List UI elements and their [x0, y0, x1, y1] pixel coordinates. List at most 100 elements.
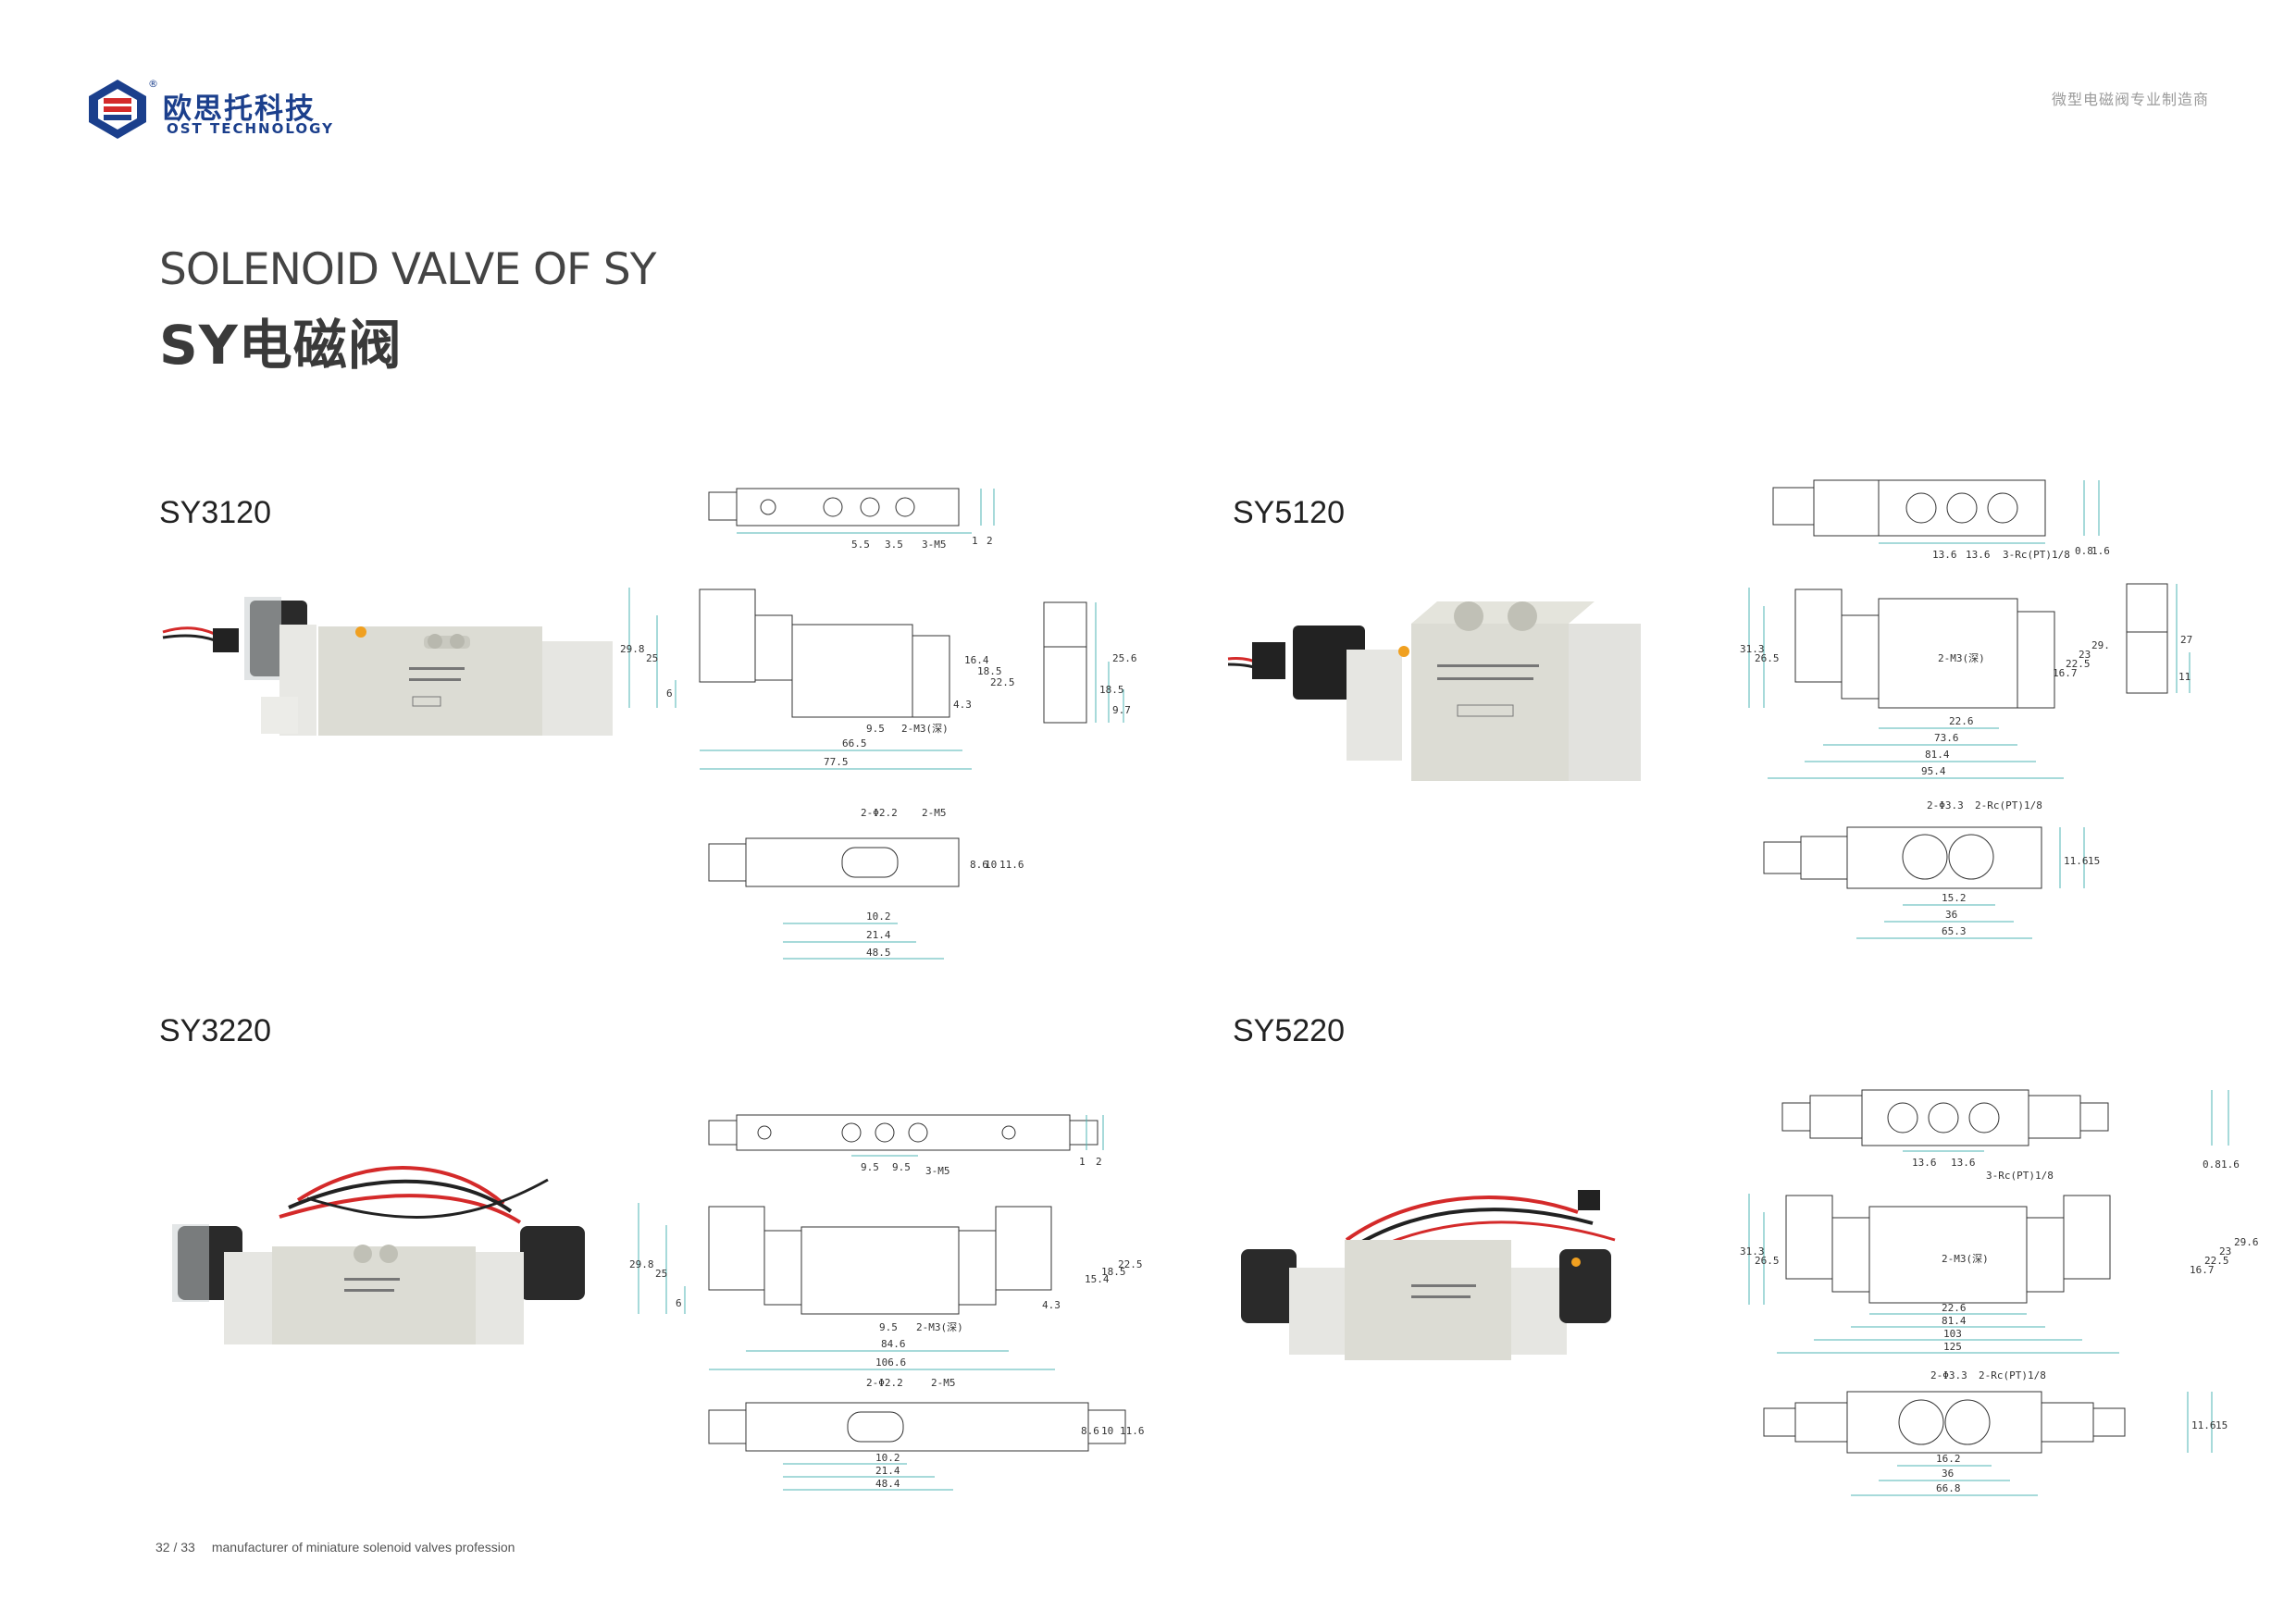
drawing-sy5120-bottom-view: 2-Φ3.3 2-Rc(PT)1/8 11.6 15 15.2 36 65.3: [1758, 794, 2138, 947]
dim-text: 4.3: [1042, 1299, 1061, 1311]
dim-text: 6: [666, 688, 673, 700]
dim-text: 0.8: [2075, 545, 2093, 557]
dim-text: 29.8: [620, 643, 645, 655]
dim-text: 2-Φ2.2: [861, 807, 898, 819]
dim-text: 16.7: [2053, 667, 2078, 679]
dim-text: 11.6: [1120, 1425, 1145, 1437]
dim-text: 21.4: [866, 929, 891, 941]
brand-name-chinese: 欧思托科技: [163, 93, 316, 126]
dim-text: 23: [2219, 1245, 2231, 1258]
product-photo-sy3120: [159, 588, 613, 750]
dim-text: 2-Φ3.3: [1930, 1369, 1967, 1381]
dim-text: 106.6: [875, 1357, 906, 1369]
page-number: 32 / 33: [155, 1540, 195, 1555]
dim-text: 25: [655, 1268, 667, 1280]
dim-text: 9.7: [1112, 704, 1131, 716]
dim-text: 125: [1943, 1341, 1962, 1353]
dim-text: 15.2: [1942, 892, 1967, 904]
dim-text: 18.5: [1101, 1266, 1126, 1278]
dim-text: 3-Rc(PT)1/8: [2003, 549, 2070, 561]
dim-text: 2-Φ3.3: [1927, 799, 1964, 812]
drawing-sy3120-top-view: 5.5 3.5 3-M5 1 2: [703, 481, 1009, 555]
dim-text: 22.6: [1949, 715, 1974, 727]
drawing-sy5220-bottom-view: 2-Φ3.3 2-Rc(PT)1/8 11.6 15 16.2 36 66.8: [1758, 1360, 2258, 1504]
dim-text: 27: [2180, 634, 2192, 646]
dim-text: 10: [1101, 1425, 1113, 1437]
dim-text: 8.6: [1081, 1425, 1099, 1437]
dim-text: 22.5: [2066, 658, 2091, 670]
dim-text: 10.2: [875, 1452, 900, 1464]
drawing-sy3120-side-view: 29.8 25 6 16.4 18.5 22.5 4.3 9.5 2-M3(深)…: [620, 578, 1027, 787]
registered-mark: ®: [148, 78, 158, 90]
dim-text: 10.2: [866, 911, 891, 923]
product-photo-sy3220: [159, 1161, 640, 1356]
dim-text: 2: [1096, 1156, 1102, 1168]
dim-text: 26.5: [1755, 652, 1780, 664]
dim-text: 2-M3(深): [901, 723, 949, 735]
dim-text: 5.5: [851, 539, 870, 551]
dim-text: 103: [1943, 1328, 1962, 1340]
dim-text: 11.6: [999, 859, 1024, 871]
dim-text: 48.4: [875, 1478, 900, 1490]
page-title-english: SOLENOID VALVE OF SY: [159, 244, 656, 295]
dim-text: 6: [676, 1297, 682, 1309]
dim-text: 31.3: [1740, 1245, 1765, 1258]
dim-text: 25.6: [1112, 652, 1137, 664]
dim-text: 23: [2079, 649, 2091, 661]
dim-text: 2-Rc(PT)1/8: [1975, 799, 2042, 812]
dim-text: 13.6: [1951, 1157, 1976, 1169]
dim-text: 29.6: [2234, 1236, 2258, 1248]
dim-text: 2-M5: [931, 1377, 956, 1389]
header-tagline: 微型电磁阀专业制造商: [2051, 91, 2209, 108]
dim-text: 36: [1945, 909, 1957, 921]
dim-text: 8.6: [970, 859, 988, 871]
ost-logo-icon: [89, 80, 146, 139]
dim-text: 3-M5: [925, 1165, 950, 1177]
dim-text: 9.5: [866, 723, 885, 735]
dim-text: 2-M3(深): [1942, 1253, 1989, 1265]
footer-text: manufacturer of miniature solenoid valve…: [211, 1540, 515, 1555]
product-photo-sy5220: [1226, 1175, 1661, 1369]
dim-text: 31.3: [1740, 643, 1765, 655]
dim-text: 22.6: [1942, 1302, 1967, 1314]
dim-text: 1: [1079, 1156, 1086, 1168]
dim-text: 81.4: [1925, 749, 1950, 761]
dim-text: 73.6: [1934, 732, 1959, 744]
drawing-sy3120-bottom-view: 2-Φ2.2 2-M5 8.6 10 11.6 10.2 21.4 48.5: [703, 798, 1027, 964]
dim-text: 65.3: [1942, 925, 1967, 937]
dim-text: 15.4: [1085, 1273, 1110, 1285]
dim-text: 9.5: [879, 1321, 898, 1333]
drawing-sy5120-top-view: 13.6 13.6 3-Rc(PT)1/8 0.8 1.6: [1768, 477, 2128, 564]
dim-text: 16.4: [964, 654, 989, 666]
dim-text: 95.4: [1921, 765, 1946, 777]
dim-text: 1.6: [2091, 545, 2110, 557]
drawing-sy3220-bottom-view: 2-Φ2.2 2-M5 8.6 10 11.6 10.2 21.4 48.4: [703, 1369, 1148, 1494]
model-label-sy5220: SY5220: [1233, 1013, 1345, 1048]
dim-text: 13.6: [1932, 549, 1957, 561]
drawing-sy5220-side-view: 31.3 26.5 2-M3(深) 16.7 22.5 23 29.6 22.6…: [1740, 1184, 2258, 1356]
dim-text: 18.5: [1099, 684, 1124, 696]
dim-text: 22.5: [1118, 1258, 1143, 1270]
dim-text: 13.6: [1966, 549, 1991, 561]
dim-text: 2-M5: [922, 807, 947, 819]
dim-text: 13.6: [1912, 1157, 1937, 1169]
dim-text: 11.6: [2064, 855, 2089, 867]
dim-text: 26.5: [1755, 1255, 1780, 1267]
dim-text: 15: [2215, 1419, 2228, 1431]
dim-text: 2: [987, 535, 993, 547]
drawing-sy5120-side-view: 31.3 26.5 2-M3(深) 16.7 22.5 23 29.6 22.6…: [1740, 578, 2110, 787]
dim-text: 66.5: [842, 737, 867, 750]
brand-logo: ® 欧思托科技 OST TECHNOLOGY: [85, 78, 337, 141]
drawing-sy3220-side-view: 29.8 25 6 4.3 15.4 18.5 22.5 9.5 2-M3(深)…: [629, 1194, 1148, 1379]
dim-text: 18.5: [977, 665, 1002, 677]
dim-text: 2-Rc(PT)1/8: [1979, 1369, 2046, 1381]
dim-text: 81.4: [1942, 1315, 1967, 1327]
brand-name-english: OST TECHNOLOGY: [167, 120, 334, 137]
dim-text: 16.2: [1936, 1453, 1961, 1465]
product-photo-sy5120: [1226, 592, 1707, 791]
dim-text: 3-Rc(PT)1/8: [1986, 1170, 2054, 1182]
dim-text: 29.8: [629, 1258, 654, 1270]
dim-text: 48.5: [866, 947, 891, 959]
dim-text: 2-M3(深): [1938, 652, 1985, 664]
dim-text: 2-Φ2.2: [866, 1377, 903, 1389]
